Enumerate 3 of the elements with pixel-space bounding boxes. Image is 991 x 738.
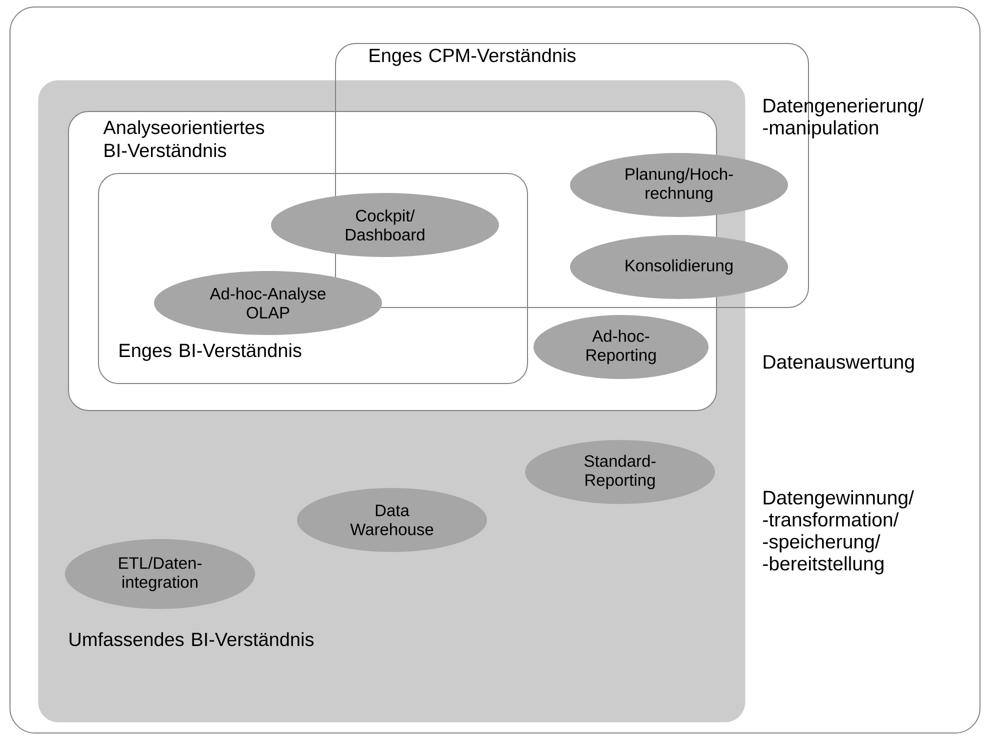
side-label: Datengewinnung/ -transformation/ -speicherung/ -bereitstellung bbox=[763, 490, 914, 574]
side-label: Datengenerierung/ -manipulation bbox=[763, 98, 924, 138]
side-label: Datenauswertung bbox=[764, 355, 914, 373]
